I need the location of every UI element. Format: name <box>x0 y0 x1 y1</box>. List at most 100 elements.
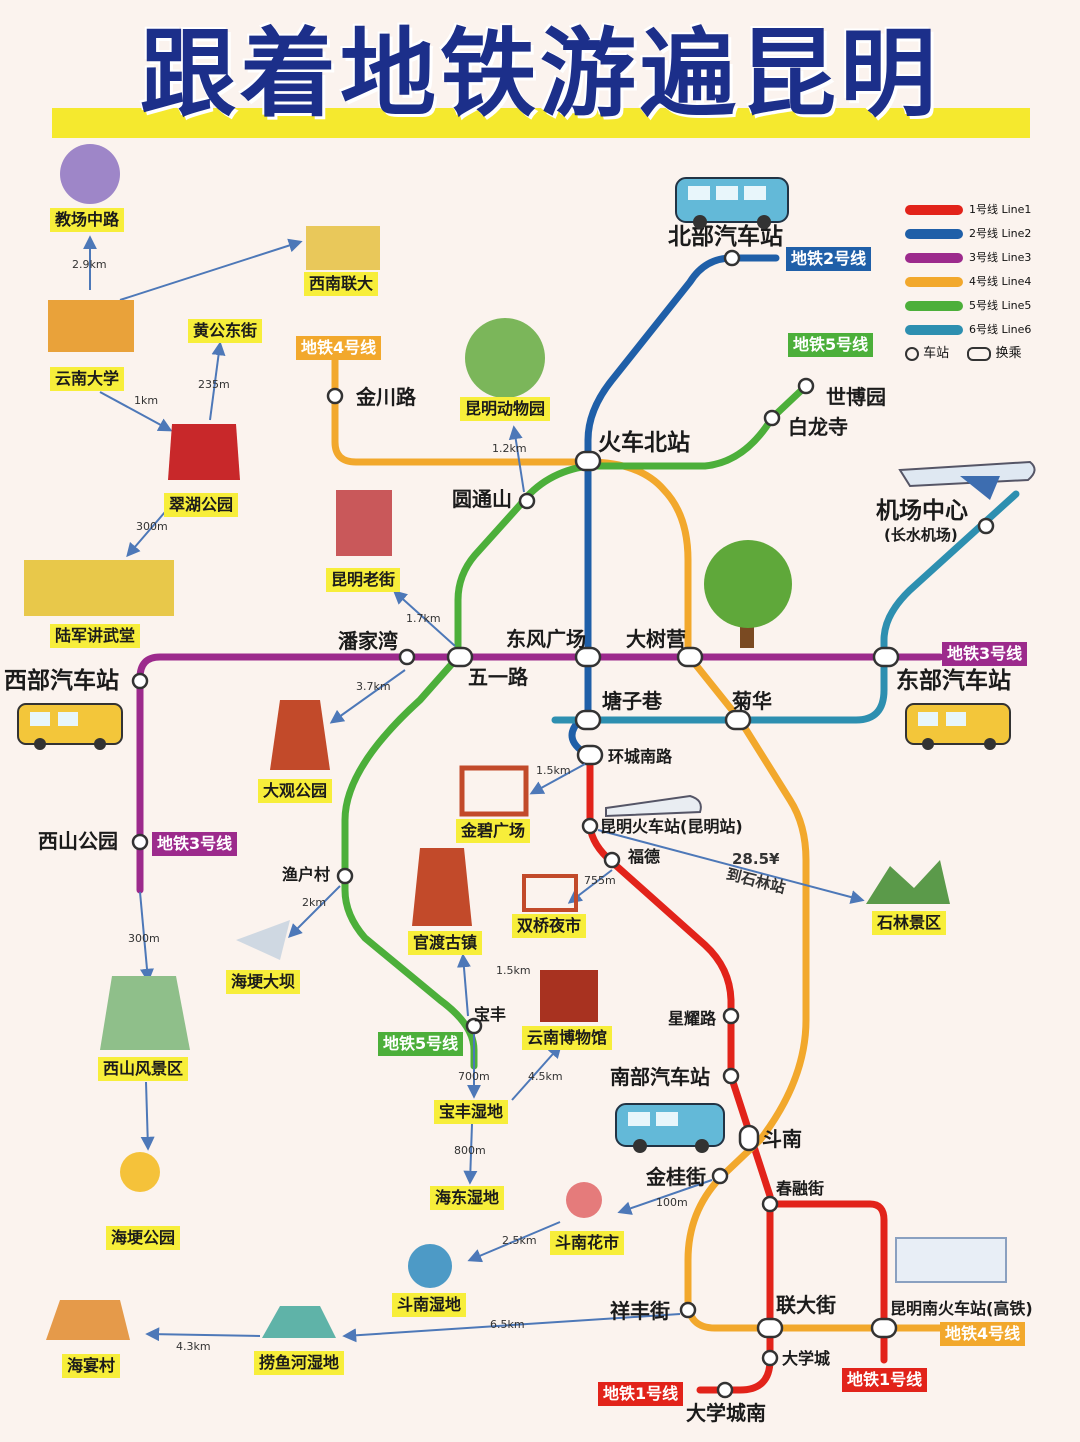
distance-label: 3.7km <box>356 680 391 693</box>
spot-bao-feng-sd: 宝丰湿地 <box>434 1100 509 1124</box>
distance-label: 1km <box>134 394 159 407</box>
station-marker-ji-chang <box>977 517 995 535</box>
label-shi-bo: 世博园 <box>826 385 886 409</box>
line-3-tag-right: 地铁3号线 <box>942 642 1028 666</box>
label-chun-rong: 春融街 <box>775 1179 824 1198</box>
spot-da-guan: 大观公园 <box>258 779 333 803</box>
legend-label-line3: 3号线 Line3 <box>969 251 1032 264</box>
transfer-marker-nan-huoche <box>870 1317 898 1339</box>
station-marker-nan-bu <box>722 1067 740 1085</box>
distance-label: 28.5¥ <box>732 850 780 868</box>
station-marker-da-xue-nan <box>716 1381 734 1399</box>
transfer-marker-huo-che-bei <box>574 450 602 472</box>
label-huo-che-bei: 火车北站 <box>598 429 690 456</box>
arrow-yunda-cuihu <box>99 391 173 432</box>
flower-illustration <box>566 1182 602 1218</box>
legend-swatch-line5 <box>905 301 963 311</box>
distance-label: 1.2km <box>492 442 527 455</box>
line-4-track <box>331 356 946 1332</box>
label-kunming-zhan: 昆明火车站(昆明站) <box>600 817 743 836</box>
distance-label: 800m <box>454 1144 486 1157</box>
jiaochang-illustration <box>60 144 120 204</box>
line-1-tag-right: 地铁1号线 <box>842 1368 928 1392</box>
line-4-tag-bottom: 地铁4号线 <box>940 1322 1026 1346</box>
lujun-illustration <box>24 560 174 616</box>
legend-swatch-line4 <box>905 277 963 287</box>
station-marker-bei-bu <box>723 249 741 267</box>
station-marker-xi-shan <box>131 833 149 851</box>
bus-north-illustration <box>675 177 789 229</box>
arrow-yunda-xinan <box>119 238 303 301</box>
daguan-illustration <box>270 700 330 770</box>
label-xing-yao: 星耀路 <box>668 1009 717 1028</box>
transfer-marker-lian-da <box>756 1317 784 1339</box>
spot-cui-hu: 翠湖公园 <box>164 493 239 517</box>
bus-south-illustration <box>615 1103 725 1153</box>
distance-label: 1.5km <box>536 764 571 777</box>
spot-xi-nan: 西南联大 <box>304 272 379 296</box>
arrow-xiangfeng-laoyu <box>342 1313 681 1343</box>
spot-dou-nan-hs: 斗南花市 <box>550 1231 625 1255</box>
shilin-illustration <box>866 860 950 904</box>
distance-label: 4.3km <box>176 1340 211 1353</box>
line-5-tag-top: 地铁5号线 <box>788 333 874 357</box>
label-ji-chang: 机场中心 <box>876 498 968 524</box>
arrow-sd-bowu <box>511 1043 562 1101</box>
distance-label: 1.5km <box>496 964 531 977</box>
label-nan-bu: 南部汽车站 <box>610 1065 710 1089</box>
arrow-kunming-shilin <box>597 829 865 904</box>
haiyan-illustration <box>46 1300 130 1340</box>
line-5-tag-bottom: 地铁5号线 <box>378 1032 464 1056</box>
label-lian-da: 联大街 <box>776 1293 836 1317</box>
legend-swatch-line2 <box>905 229 963 239</box>
legend-row-markers: 车站 换乘 <box>905 342 1021 361</box>
spot-shuang-qiao: 双桥夜市 <box>512 914 587 938</box>
arrow-jingui-huashi <box>617 1179 713 1215</box>
label-bai-long: 白龙寺 <box>788 415 848 439</box>
spot-yun-da: 云南大学 <box>50 367 125 391</box>
line-1-tag-left: 地铁1号线 <box>598 1382 684 1406</box>
arrow-panjia-daguan <box>329 669 406 724</box>
spot-jiao-chang: 教场中路 <box>50 208 125 232</box>
spot-dou-nan-sd: 斗南湿地 <box>392 1293 467 1317</box>
legend-row-line6: 6号线 Line6 <box>905 321 1031 337</box>
arrow-wuyi-laojie <box>392 590 456 647</box>
transfer-marker-tang-zi <box>574 709 602 731</box>
distance-label: 4.5km <box>528 1070 563 1083</box>
legend-swatch-line1 <box>905 205 963 215</box>
arrow-xishan-jingqu <box>139 891 154 983</box>
label-jin-gui: 金桂街 <box>645 1165 706 1189</box>
label-dou-nan: 斗南 <box>762 1127 802 1151</box>
bus-west-illustration <box>17 703 123 750</box>
shuangqiao-illustration <box>522 874 578 912</box>
legend-label-line1: 1号线 Line1 <box>969 203 1032 216</box>
legend-station-icon <box>905 346 919 361</box>
arrow-huashi-dounan-sd <box>467 1221 561 1263</box>
spot-hai-geng-gy: 海埂公园 <box>106 1226 181 1250</box>
label-xi-bu: 西部汽车站 <box>4 667 119 694</box>
transfer-marker-dou-nan <box>738 1124 760 1152</box>
legend-row-line5: 5号线 Line5 <box>905 297 1031 313</box>
tree-illustration <box>704 540 792 648</box>
title-highlight-band <box>52 108 1030 138</box>
station-marker-chun-rong <box>761 1195 779 1213</box>
line-3-tag-left: 地铁3号线 <box>152 832 238 856</box>
line-4-tag-top: 地铁4号线 <box>296 336 382 360</box>
cuihu-illustration <box>168 424 240 480</box>
spot-lu-jun: 陆军讲武堂 <box>50 624 141 648</box>
airplane-illustration <box>898 460 1036 500</box>
spot-xi-shan-jq: 西山风景区 <box>98 1057 189 1081</box>
haigeng-gy-illustration <box>120 1152 160 1192</box>
distance-label: 300m <box>128 932 160 945</box>
arrow-sd-haidong <box>463 1123 478 1185</box>
station-marker-xiang-feng <box>679 1301 697 1319</box>
transfer-marker-dong-feng <box>574 646 602 668</box>
legend-label-line6: 6号线 Line6 <box>969 323 1032 336</box>
distance-label: 6.5km <box>490 1318 525 1331</box>
station-marker-shi-bo <box>797 377 815 395</box>
spot-bo-wu: 云南博物馆 <box>522 1026 613 1050</box>
xishan-illustration <box>100 976 190 1050</box>
distance-label: 235m <box>198 378 230 391</box>
label-da-shu: 大树营 <box>626 627 686 651</box>
label-nan-huoche: 昆明南火车站(高铁) <box>890 1299 1033 1318</box>
